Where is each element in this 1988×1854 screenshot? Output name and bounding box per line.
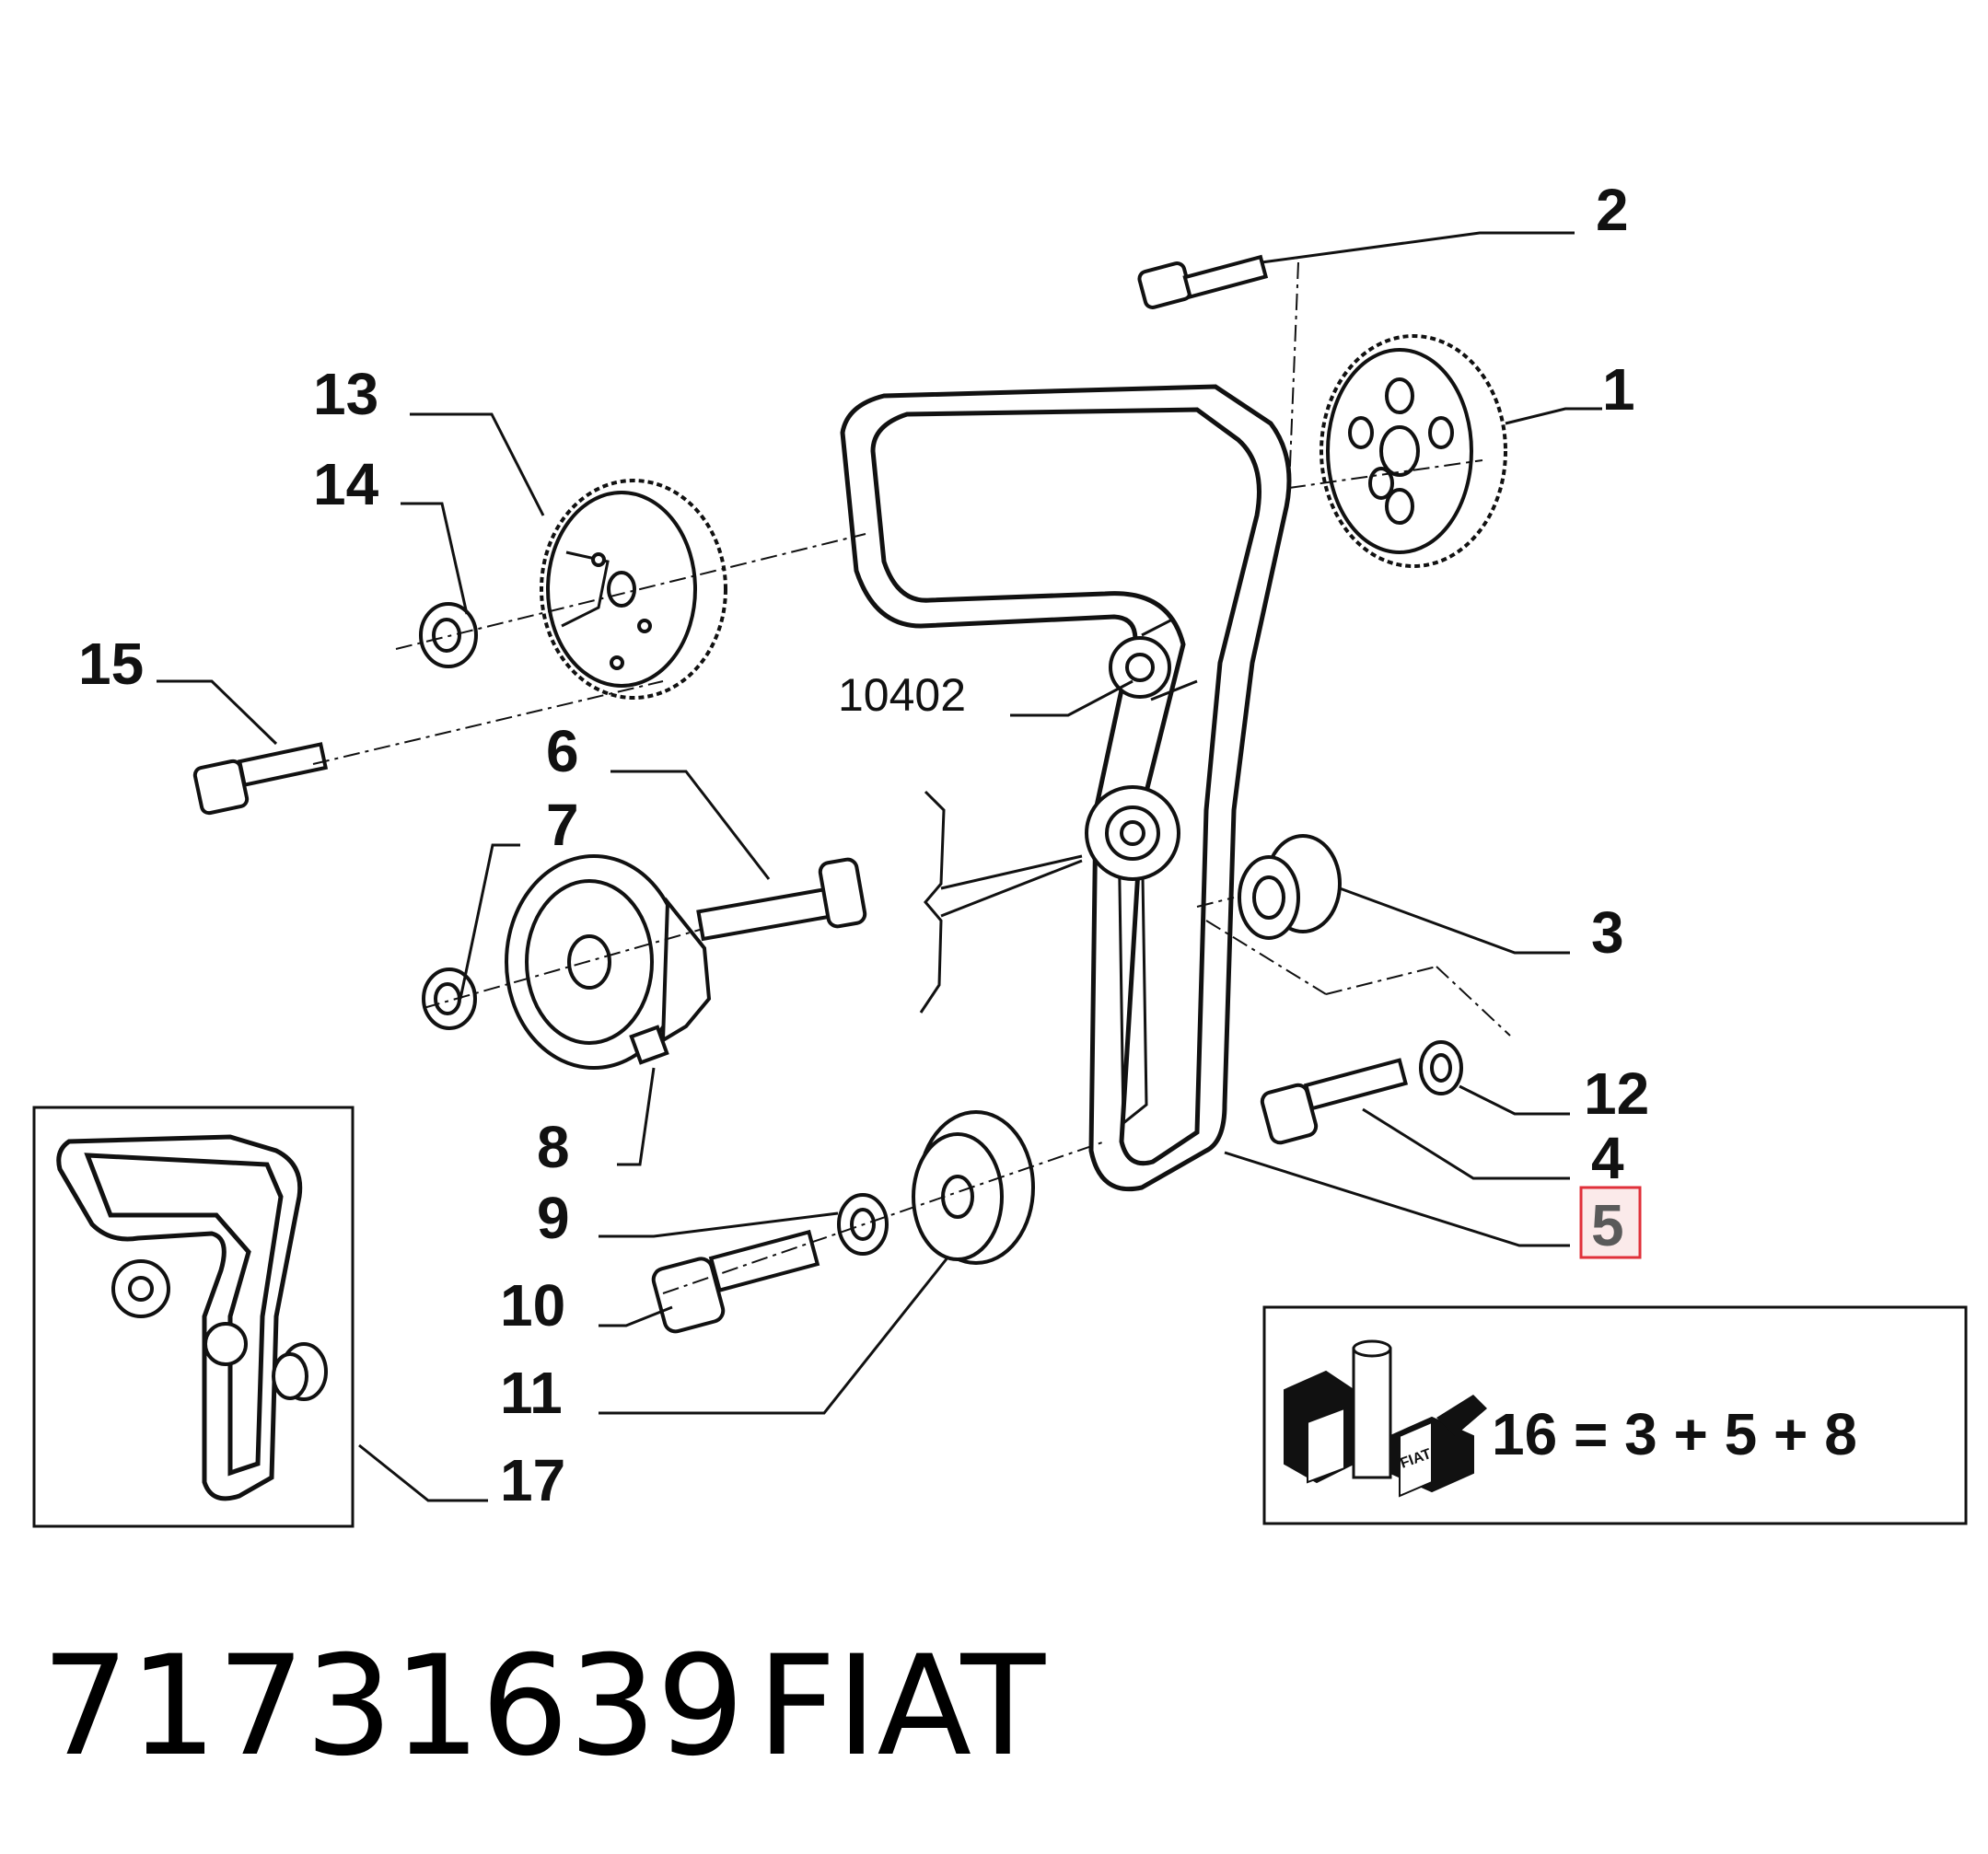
belt-idler-pulley [1109, 636, 1171, 699]
callout-1: 1 [1602, 356, 1635, 423]
callout-14: 14 [313, 451, 379, 517]
kit-formula: 16 = 3 + 5 + 8 [1492, 1401, 1857, 1467]
kit-box: FIAT 16 = 3 + 5 + 8 [1262, 1305, 1968, 1525]
kit-package-icon [1284, 1339, 1487, 1498]
callout-13: 13 [313, 361, 378, 427]
footer: 71731639 FIAT [41, 1627, 1046, 1787]
nut-7 [422, 968, 477, 1030]
inset-17-box [32, 1106, 355, 1528]
highlight-box-5 [1579, 1186, 1642, 1259]
camshaft-pulley-right [1320, 334, 1507, 568]
callout-12: 12 [1584, 1060, 1649, 1127]
bolt-4 [1260, 1058, 1409, 1145]
assembly-axes [312, 257, 1511, 1294]
group-bracket [919, 790, 1083, 1014]
part-number: 71731639 [41, 1627, 744, 1787]
callout-10402: 10402 [838, 669, 966, 721]
idler-roller-3 [1238, 834, 1342, 940]
callout-9: 9 [537, 1185, 570, 1251]
bolt-6 [696, 857, 867, 942]
callout-5: 5 [1591, 1192, 1624, 1258]
callout-11: 11 [500, 1360, 563, 1426]
tensioner-pulley-8 [505, 854, 712, 1070]
brand-name: FIAT [757, 1627, 1046, 1787]
callout-3: 3 [1591, 899, 1624, 966]
callout-labels: 2 1 13 14 15 10402 6 7 3 12 8 4 9 5 10 1… [78, 177, 1649, 1513]
camshaft-pulley-left [540, 479, 727, 700]
callout-6: 6 [546, 718, 579, 784]
belt-tensioner-pulley [1085, 785, 1180, 881]
callout-7: 7 [546, 792, 579, 858]
pulley-bolt-top [1137, 254, 1269, 309]
callout-4: 4 [1591, 1125, 1624, 1191]
timing-belt [840, 384, 1292, 1192]
callout-15: 15 [78, 631, 144, 697]
bolt-10 [651, 1229, 820, 1334]
washer-12 [1419, 1040, 1463, 1095]
callout-10: 10 [500, 1272, 565, 1338]
crankshaft-pulley-11 [912, 1110, 1035, 1265]
callout-8: 8 [537, 1114, 570, 1180]
callout-17: 17 [500, 1447, 565, 1513]
leader-lines [157, 231, 1602, 1502]
callout-2: 2 [1596, 177, 1629, 243]
bolt-15 [192, 742, 329, 816]
